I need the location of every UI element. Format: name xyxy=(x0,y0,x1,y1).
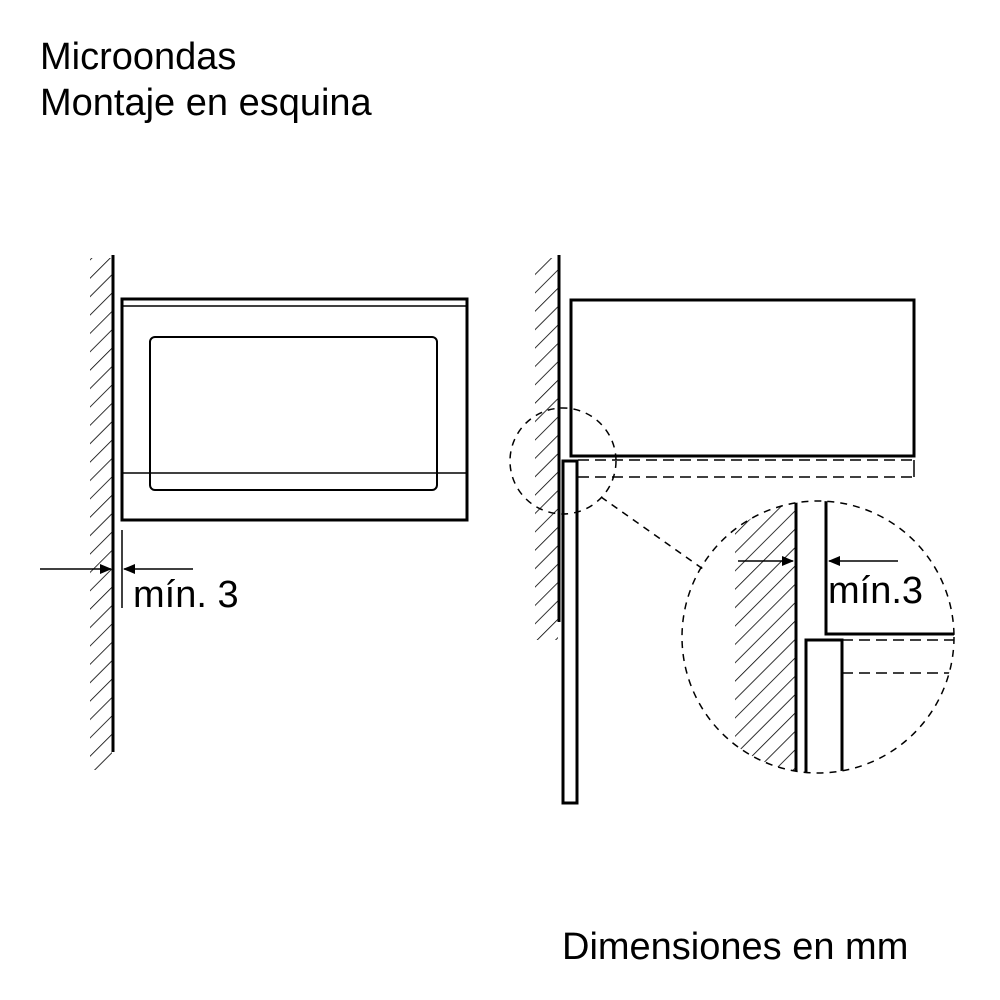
microwave-window xyxy=(149,336,438,491)
microwave-side xyxy=(569,298,916,458)
wall-hatch-left xyxy=(90,258,112,770)
microwave-front xyxy=(120,297,469,522)
zoom-microwave-corner xyxy=(824,501,954,636)
gap-label-right: mín.3 xyxy=(828,570,923,612)
right-view xyxy=(509,255,916,805)
detail-zoom: mín.3 xyxy=(681,500,955,774)
side-panel xyxy=(561,459,579,805)
zoom-side-panel xyxy=(804,638,844,773)
title-line-1: Microondas xyxy=(40,36,237,78)
zoom-circle xyxy=(681,500,955,774)
zoom-wall-hatch xyxy=(735,501,796,773)
detail-marker-circle xyxy=(509,407,617,515)
gap-label-left: mín. 3 xyxy=(133,574,239,616)
detail-leader-top xyxy=(600,496,704,570)
units-note: Dimensiones en mm xyxy=(562,926,909,968)
wall-hatch-right xyxy=(535,258,558,640)
left-view: mín. 3 xyxy=(40,255,469,770)
detail-leader-spacer xyxy=(580,511,700,573)
title-line-2: Montaje en esquina xyxy=(40,82,372,124)
